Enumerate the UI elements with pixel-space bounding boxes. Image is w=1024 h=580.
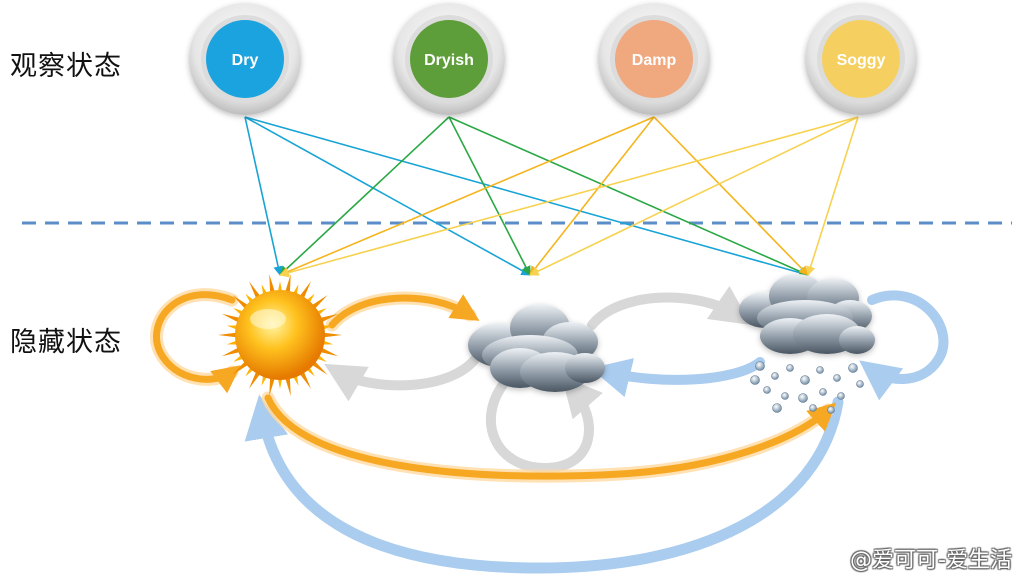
emission-dryish-to-state-2 [448,116,531,276]
emission-dryish-to-state-3 [448,116,809,276]
emission-dry-to-state-1 [244,116,283,276]
observation-soggy-circle [822,20,900,98]
observation-soggy-label: Soggy [837,52,886,69]
watermark: @爱可可-爱生活 [850,548,1012,573]
transition-edges [150,285,949,574]
observation-dryish-label: Dryish [424,52,474,69]
emission-dry-to-state-2 [244,116,531,276]
rain-drop [848,363,858,373]
emission-dry-to-state-3 [244,116,809,278]
rain-drop [771,372,779,380]
hidden-states-label: 隐藏状态 [10,327,122,358]
emission-soggy-to-state-2 [529,116,859,276]
transition-rain-to-cloud [590,357,765,398]
emission-soggy-to-state-1 [279,116,859,278]
observation-node-damp: Damp [598,3,710,115]
observation-dryish-circle [410,20,488,98]
rain-drop [786,364,794,372]
transition-rain-to-sun [244,394,844,574]
observation-node-soggy: Soggy [805,3,917,115]
observed-states-label: 观察状态 [10,51,122,82]
observation-dry-label: Dry [232,52,259,69]
transition-cloud-to-sun [324,350,483,402]
rain-drop [833,374,841,382]
emission-dryish-to-state-1 [279,116,450,276]
rain-drop [800,375,810,385]
rain-drop [816,366,824,374]
rain-drop [819,388,827,396]
rain-drop [809,404,817,412]
rain-cloud-icon [739,274,875,414]
rain-drop [750,375,760,385]
observation-node-dryish: Dryish [393,3,505,115]
observation-dry-circle [206,20,284,98]
observation-damp-circle [615,20,693,98]
transition-sun-to-rain-core [264,394,837,480]
emission-damp-to-state-2 [529,116,655,276]
transition-cloud-self [485,375,603,474]
sun-icon [218,273,342,397]
observation-nodes: Dry Dryish Damp Soggy [189,3,917,115]
observation-damp-label: Damp [632,52,677,69]
rain-drop [763,386,771,394]
emission-edges [244,116,859,278]
transition-sun-to-cloud [328,294,480,329]
rain-drop [856,380,864,388]
emission-soggy-to-state-3 [806,116,859,276]
emission-damp-to-state-3 [653,116,809,276]
transition-cloud-to-rain [587,285,752,330]
rain-drop [827,406,835,414]
rain-drop [798,393,808,403]
emission-damp-to-state-1 [279,116,655,277]
rain-drop [837,392,845,400]
rain-drop [772,403,782,413]
rain-drop [755,361,765,371]
transition-sun-self [153,291,241,394]
observation-node-dry: Dry [189,3,301,115]
transition-rain-self [859,290,949,401]
sun-ray [218,332,241,338]
sun-ray [319,332,342,338]
cloud-icon [468,304,605,392]
rain-drop [781,392,789,400]
